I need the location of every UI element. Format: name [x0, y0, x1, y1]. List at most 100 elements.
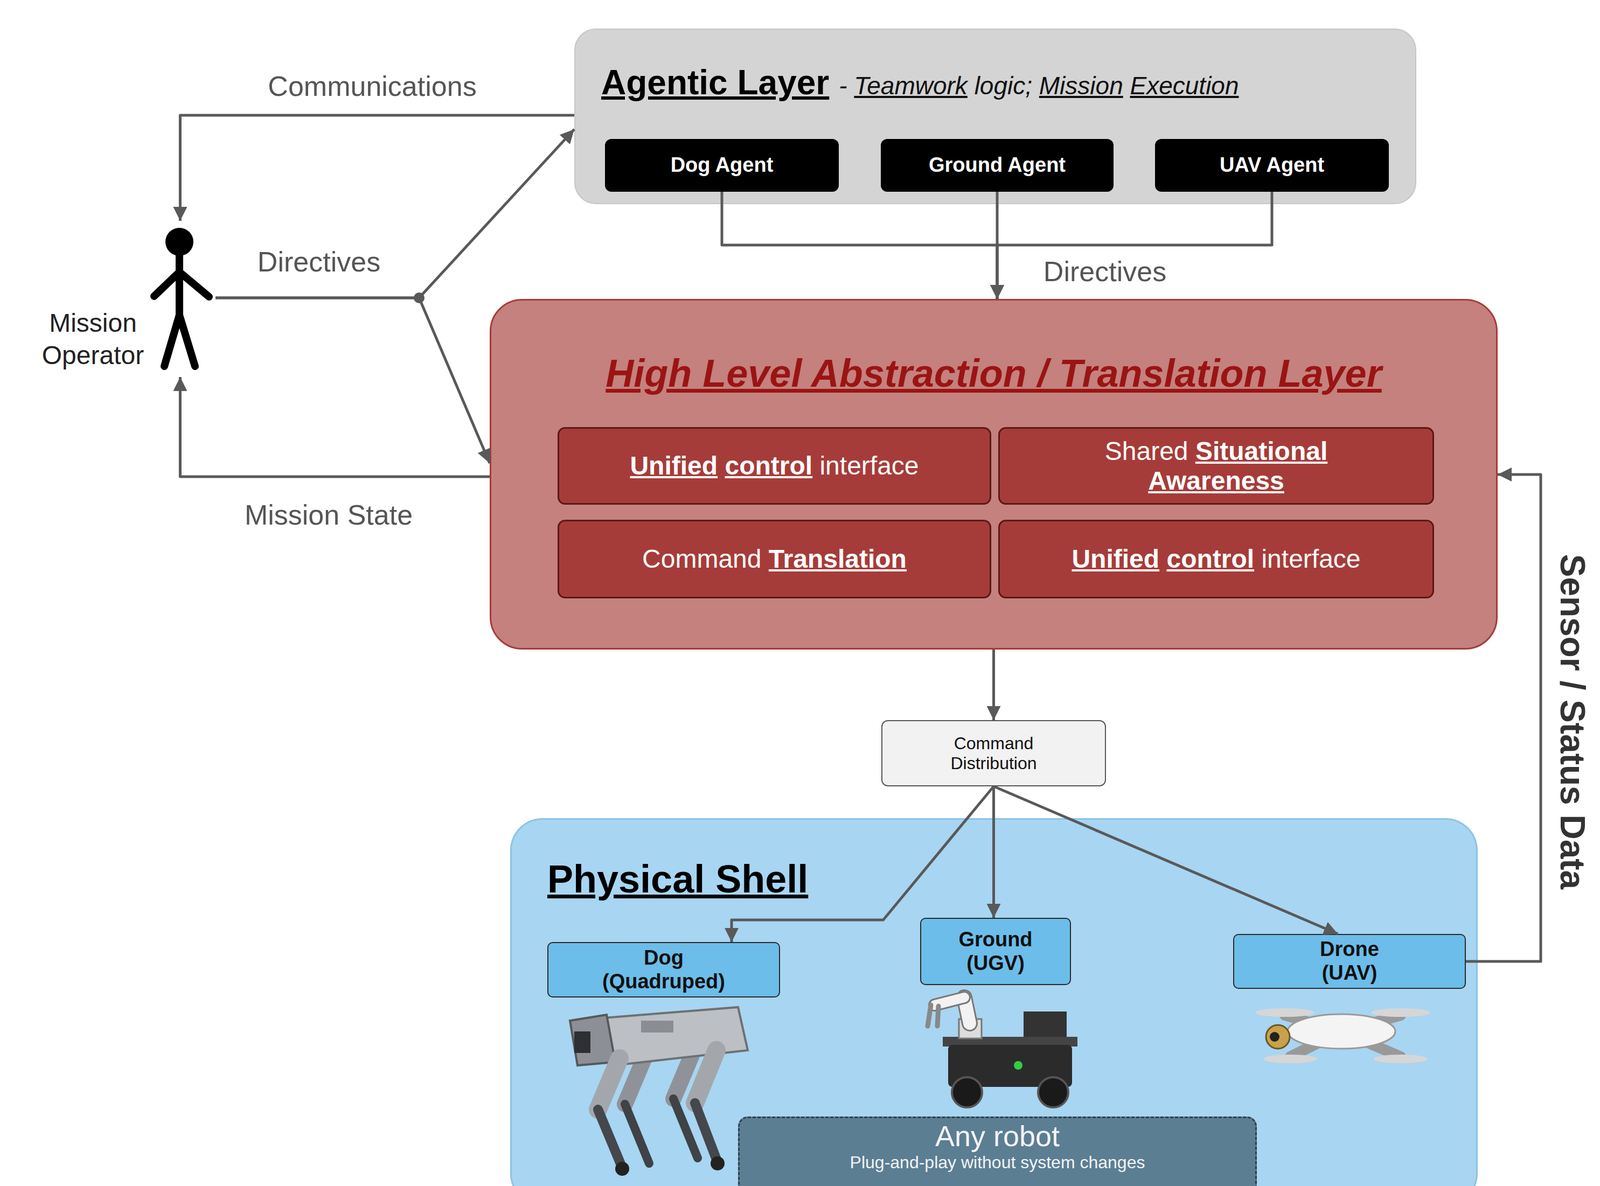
robot-label: Dog (Quadruped) [582, 946, 745, 994]
stick-figure [154, 227, 210, 367]
agent-label: Ground Agent [928, 153, 1066, 178]
drone-lens [1269, 1032, 1280, 1042]
drone-propeller [1263, 1054, 1318, 1064]
box-title: Any robot [935, 1120, 1060, 1153]
text-run: interface [819, 451, 919, 480]
robot-face [574, 1031, 591, 1054]
edge-label: Directives [255, 246, 383, 279]
text-run: Situational [1195, 436, 1328, 466]
figure-body [175, 253, 184, 317]
agent-box: Dog Agent [604, 138, 839, 192]
robot-leg [624, 1104, 650, 1164]
status-light [1013, 1061, 1023, 1070]
text-run: Unified [1071, 544, 1160, 574]
connector-arrow [179, 377, 490, 477]
heading-row: Mission Operator [29, 307, 157, 372]
function-box: Unified control interface [998, 519, 1435, 599]
process-label: Command Distribution [940, 733, 1048, 774]
robot-leg [597, 1109, 623, 1168]
robot-foot [710, 1156, 725, 1171]
ground-robot [927, 997, 1078, 1108]
text-run: interface [1261, 544, 1361, 574]
robot-wheel [1038, 1077, 1069, 1108]
function-box: Shared Situational Awareness [998, 427, 1435, 505]
box-note: Plug-and-play without system changes [850, 1152, 1146, 1173]
heading-row: High Level Abstraction / Translation Lay… [491, 351, 1497, 396]
text-run: - [838, 71, 847, 100]
layer-title: Agentic Layer [601, 63, 830, 103]
figure-leg [164, 315, 180, 367]
function-box: Command Translation [557, 519, 992, 599]
edge-label: Mission State [242, 499, 415, 532]
text-run: control [724, 451, 813, 480]
robot-head [569, 1014, 616, 1066]
robot-wheel [951, 1077, 983, 1108]
layer-title: Physical Shell [547, 857, 809, 902]
robot-panel [641, 1020, 674, 1033]
robot-box: Ground (UGV) [920, 917, 1071, 986]
robot-gripper [937, 1006, 939, 1027]
connector-arrow [1465, 474, 1541, 962]
text-run: Shared [1104, 436, 1189, 466]
connector-arrow [992, 786, 996, 918]
robot-box: Drone (UAV) [1233, 934, 1466, 990]
quadruped-robot [569, 1007, 748, 1177]
text-run: Translation [768, 544, 907, 574]
robot-label: Drone (UAV) [1295, 937, 1404, 985]
drone-camera [1265, 1025, 1290, 1049]
agent-label: Dog Agent [670, 153, 774, 178]
function-label: Unified control interface [1071, 544, 1361, 574]
operator-label: Mission Operator [29, 307, 157, 372]
layer-band: Agentic Layer - Teamwork logic; Mission E… [574, 28, 1417, 205]
drone-body [1287, 1014, 1396, 1049]
function-box: Unified control interface [557, 427, 992, 505]
connector-arrow [992, 649, 996, 721]
plug-and-play-box: Any robotPlug-and-play without system ch… [738, 1116, 1257, 1186]
connector-arrow [997, 191, 1272, 299]
robot-label: Ground (UGV) [941, 928, 1050, 976]
robot-leg [694, 1103, 718, 1163]
edge-label: Sensor / Status Data [1552, 552, 1592, 892]
connector-arrow [731, 786, 994, 943]
layer-subtitle: - Teamwork logic; Mission Execution [838, 71, 1239, 101]
junction-dot [413, 292, 425, 304]
text-run: Teamwork [853, 71, 968, 100]
edge-label: Directives [1041, 255, 1169, 289]
figure-leg [179, 315, 196, 367]
connector-arrow [179, 115, 575, 221]
agent-label: UAV Agent [1219, 153, 1325, 178]
drone-propeller [1373, 1054, 1428, 1064]
function-label: Command Translation [642, 544, 907, 574]
drone-propeller [1371, 1008, 1431, 1018]
function-label: Unified control interface [629, 450, 919, 481]
text-run: logic; [974, 71, 1033, 100]
robot-box: Dog (Quadruped) [547, 942, 781, 998]
text-run: Mission [1039, 71, 1124, 100]
connector-arrow [993, 786, 1339, 935]
robot-foot [615, 1162, 630, 1177]
robot-module [1023, 1011, 1067, 1040]
figure-arm [154, 272, 180, 297]
process-box: Command Distribution [881, 720, 1106, 787]
agent-box: UAV Agent [1155, 138, 1389, 192]
robot-leg [694, 1050, 717, 1104]
connector-arrow [215, 129, 575, 298]
text-run: control [1166, 544, 1255, 574]
heading-row: Physical Shell [547, 857, 809, 902]
heading-row: Agentic Layer - Teamwork logic; Mission E… [601, 63, 1240, 103]
layer-band: High Level Abstraction / Translation Lay… [489, 298, 1498, 650]
text-run: Command [642, 544, 762, 574]
connector-arrow [721, 191, 998, 299]
robot-gripper [927, 1005, 931, 1027]
edge-label: Communications [265, 70, 479, 103]
connector-arrow [215, 297, 490, 464]
robot-leg [597, 1058, 620, 1110]
function-label: Shared Situational Awareness [1060, 436, 1373, 496]
agent-box: Ground Agent [880, 138, 1114, 192]
text-run: Unified [629, 451, 718, 480]
figure-arm [179, 272, 210, 297]
text-run: Awareness [1148, 466, 1285, 496]
